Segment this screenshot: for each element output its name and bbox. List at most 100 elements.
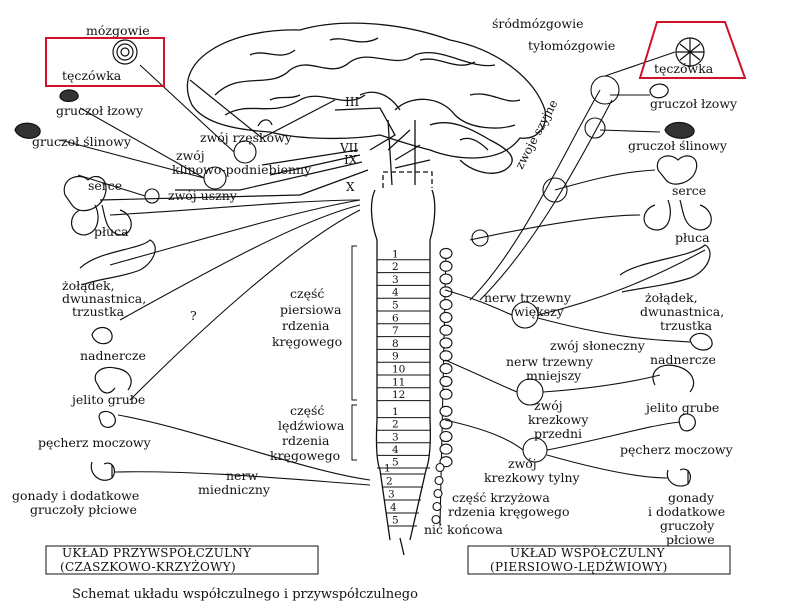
label-zoladek-left-2: dwunastnica, (62, 291, 146, 306)
left-heart-icon (63, 175, 107, 212)
label-srodmozgowie: śródmózgowie (492, 16, 584, 31)
left-organs (14, 39, 156, 481)
right-adrenal-icon (689, 332, 713, 351)
parasympathetic-fibers (59, 64, 371, 486)
segment-number-thoracic: 3 (392, 274, 399, 286)
label-zwoj-klinowo-2: klinowo-podniebienny (172, 162, 312, 177)
label-zoladek-left-1: żołądek, (62, 278, 115, 293)
right-lacrimal-gland-icon (649, 83, 669, 99)
label-pecherz-right: pęcherz moczowy (620, 442, 734, 457)
label-jelito-right: jelito grube (644, 400, 719, 415)
label-zwoj-uszny: zwój uszny (168, 188, 238, 203)
parasympathetic-box: UKŁAD PRZYWSPÓŁCZULNY (CZASZKOWO-KRZYŻOW… (45, 544, 319, 575)
left-bladder-icon (98, 410, 116, 428)
label-ledzwiowa-4: kręgowego (270, 448, 340, 463)
right-stomach-icon (619, 244, 711, 293)
label-mozgowie: mózgowie (86, 23, 150, 38)
label-piersiowa-2: piersiowa (280, 302, 342, 317)
segment-number-sacral: 5 (392, 515, 399, 527)
chain-ganglion (439, 337, 453, 349)
label-miedniczny-1: nerw (226, 468, 258, 483)
sym-title-1: UKŁAD WSPÓŁCZULNY (510, 544, 666, 560)
sympathetic-chain (431, 247, 453, 526)
left-colon-icon (94, 366, 132, 394)
spinal-cord (370, 171, 436, 556)
chain-ganglion (439, 299, 453, 311)
ganglia-labels-left: zwój rzęskowy zwój klinowo-podniebienny … (168, 130, 312, 203)
segment-brackets (351, 245, 357, 461)
label-zwoj-rzeskowy: zwój rzęskowy (200, 130, 293, 145)
label-krezkowy-przedni-1: zwój (534, 398, 563, 413)
label-krezkowy-przedni-2: krezkowy (528, 412, 589, 427)
right-organs (619, 37, 713, 487)
label-miedniczny-2: miedniczny (198, 482, 271, 497)
left-stomach-icon (79, 239, 156, 286)
label-cn-ix: IX (344, 153, 358, 167)
label-serce-left: serce (88, 178, 122, 193)
label-zoladek-right-1: żołądek, (645, 290, 698, 305)
label-trzewny-wiekszy-2: większy (514, 304, 565, 319)
chain-ganglion (432, 501, 442, 512)
label-teczowka-left: tęczówka (62, 68, 122, 83)
parasym-title-1: UKŁAD PRZYWSPÓŁCZULNY (62, 544, 252, 560)
chain-ganglion (439, 363, 453, 375)
label-gonady-right-4: płciowe (666, 532, 715, 547)
segment-number-thoracic: 9 (392, 351, 399, 363)
label-trzewny-mniejszy-2: mniejszy (526, 368, 582, 383)
chain-ganglion (439, 443, 453, 455)
chain-ganglion (439, 430, 453, 443)
highlight-box-left (45, 37, 165, 87)
segment-number-sacral: 2 (386, 476, 393, 488)
label-gruczol-slinowy-right: gruczoł ślinowy (628, 138, 728, 153)
brain-illustration (186, 22, 547, 186)
label-teczowka-right: tęczówka (654, 61, 714, 76)
right-salivary-gland-icon (664, 121, 695, 139)
left-lung-icon (71, 204, 132, 236)
segment-number-thoracic: 12 (392, 389, 405, 401)
label-question: ? (190, 308, 197, 323)
label-trzewny-wiekszy-1: nerw trzewny (484, 290, 572, 305)
segment-number-thoracic: 8 (392, 338, 399, 350)
segment-number-thoracic: 5 (392, 300, 399, 312)
label-krezkowy-tylny-2: krezkowy tylny (484, 470, 581, 485)
label-pluca-right: płuca (675, 230, 710, 245)
left-labels: mózgowie tęczówka gruczoł łzowy gruczoł … (12, 23, 197, 517)
label-zwoj-sloneczny: zwój słoneczny (550, 338, 646, 353)
label-piersiowa-1: część (290, 286, 324, 301)
label-krzyzowa-1: część krzyżowa (452, 490, 550, 505)
spinal-region-labels: część piersiowa rdzenia kręgowego część … (270, 286, 570, 537)
chain-ganglion (439, 375, 453, 387)
label-gonady-left-1: gonady i dodatkowe (12, 488, 139, 503)
segment-grid (377, 259, 430, 527)
segment-number-thoracic: 4 (392, 287, 399, 299)
segment-number-thoracic: 1 (392, 248, 399, 260)
label-gonady-right-3: gruczoły (660, 518, 715, 533)
segment-number-thoracic: 7 (392, 325, 399, 337)
right-lung-icon (643, 199, 712, 231)
segment-number-thoracic: 2 (392, 261, 399, 273)
segment-number-lumbar: 5 (392, 457, 399, 469)
left-lacrimal-gland-icon (59, 89, 79, 102)
nerve-labels: nerw trzewny większy zwój słoneczny nerw… (198, 290, 646, 497)
chain-ganglion (439, 247, 453, 259)
sympathetic-box: UKŁAD WSPÓŁCZULNY (PIERSIOWO-LĘDŹWIOWY) (467, 544, 731, 575)
label-zoladek-right-2: dwunastnica, (640, 304, 724, 319)
label-cn-vii: VII (339, 141, 358, 155)
label-krezkowy-przedni-3: przedni (534, 426, 582, 441)
label-gruczol-lzowy-right: gruczoł łzowy (650, 96, 738, 111)
label-krzyzowa-2: rdzenia kręgowego (448, 504, 570, 519)
sym-title-2: (PIERSIOWO-LĘDŹWIOWY) (490, 559, 668, 574)
left-gonads-icon (90, 461, 116, 481)
label-nadnercze-left: nadnercze (80, 348, 146, 363)
label-piersiowa-4: kręgowego (272, 334, 342, 349)
segment-number-sacral: 4 (390, 502, 397, 514)
sympathetic-fibers (444, 51, 706, 479)
segment-number-thoracic: 11 (392, 376, 405, 388)
label-ledzwiowa-3: rdzenia (282, 433, 330, 448)
left-iris-icon (112, 39, 138, 65)
label-zoladek-right-3: trzustka (660, 318, 713, 333)
label-piersiowa-3: rdzenia (282, 318, 330, 333)
right-colon-icon (652, 364, 695, 393)
chain-ganglion (439, 311, 453, 323)
